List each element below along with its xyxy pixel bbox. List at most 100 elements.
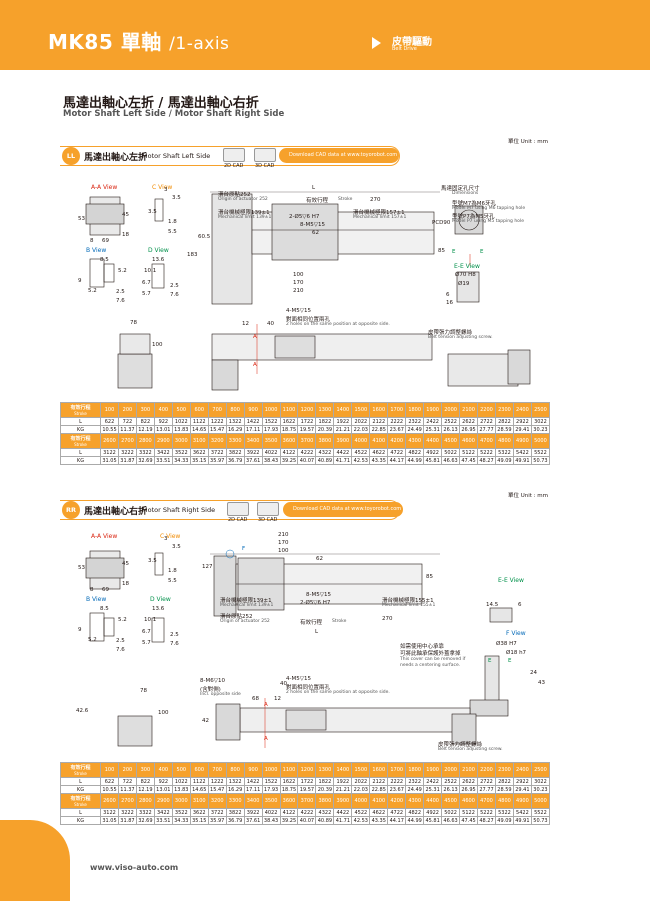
panel-title-zh: 馬達出軸心右折	[84, 507, 148, 517]
panel-title-en: Motor Shaft Left Side	[142, 152, 211, 160]
table-cell: 17.11	[243, 425, 263, 434]
table-cell: 23.67	[387, 785, 407, 794]
stroke-cell: 200	[117, 402, 137, 418]
table-cell: 1522	[261, 417, 281, 426]
dim-value: 40	[280, 681, 287, 687]
table-cell: 2922	[512, 417, 532, 426]
stroke-cell: 4200	[387, 793, 407, 809]
length-row-label: L	[60, 448, 101, 457]
stroke-cell: 100	[100, 402, 119, 418]
table-cell: 17.11	[243, 785, 263, 794]
table-cell: 922	[153, 417, 173, 426]
mech-right-zh: 滑台機械極限157±1	[353, 210, 405, 216]
holes-label-zh: 對面相同位置兩孔	[286, 685, 331, 691]
stroke-cell: 1900	[423, 402, 443, 418]
stroke-cell: 3100	[189, 433, 209, 449]
cad-2d-label: 2D CAD	[228, 517, 248, 523]
view-c: C View	[160, 533, 181, 540]
cad-3d-icon[interactable]	[257, 502, 279, 516]
model-name: MK85	[48, 30, 114, 54]
stroke-cell: 2400	[512, 762, 532, 778]
table-cell: 44.17	[387, 456, 407, 465]
view-aa: A-A View	[91, 184, 118, 191]
table-cell: 1822	[315, 777, 335, 786]
download-cad-link[interactable]: Download CAD data at www.toyorobot.com	[279, 148, 399, 163]
table-cell: 35.97	[207, 816, 227, 825]
stroke-label-en: Stroke	[74, 802, 87, 807]
dim-value: 2.5	[170, 632, 179, 638]
table-cell: 3522	[171, 808, 191, 817]
stroke-cell: 4400	[423, 433, 443, 449]
table-cell: 2122	[369, 777, 389, 786]
table-cell: 25.31	[423, 425, 443, 434]
stroke-cell: 3700	[297, 793, 317, 809]
table-cell: 49.91	[512, 456, 532, 465]
table-cell: 35.15	[189, 816, 209, 825]
p7-zh: 型號P7為M5牙孔	[452, 214, 495, 220]
origin-label-zh: 滑台原點252	[218, 192, 251, 198]
table-cell: 44.17	[387, 816, 407, 825]
stroke-cell: 1500	[351, 762, 371, 778]
table-cell: 24.49	[405, 785, 425, 794]
dim-value: 85	[426, 574, 433, 580]
table-cell: 622	[100, 777, 119, 786]
stroke-cell: 700	[207, 402, 227, 418]
header-band-right	[350, 0, 650, 70]
origin-label-en: Origin of actuator 252	[220, 619, 270, 624]
footer-url[interactable]: www.viso-auto.com	[90, 863, 179, 872]
stroke-cell: 1400	[333, 762, 353, 778]
cad-2d-icon[interactable]	[223, 148, 245, 162]
dim-value: 78	[130, 320, 137, 326]
dim-value: 69	[102, 238, 109, 244]
cad-3d-icon[interactable]	[254, 148, 276, 162]
table-cell: 11.37	[117, 425, 137, 434]
table-cell: 3422	[153, 448, 173, 457]
stroke-cell: 3200	[207, 433, 227, 449]
stroke-label-zh: 有效行程	[70, 436, 91, 442]
dim-value: 5.2	[88, 288, 97, 294]
pin-label: 2-Ø5▽6 H7	[300, 600, 331, 606]
dim-value: 3	[164, 187, 168, 193]
stroke-cell: 3000	[171, 433, 191, 449]
stroke-cell: 4900	[512, 793, 532, 809]
dim-value: 62	[316, 556, 323, 562]
table-cell: 3222	[117, 808, 137, 817]
download-cad-link[interactable]: Download CAD data at www.toyorobot.com	[283, 502, 403, 517]
cad-2d-icon[interactable]	[227, 502, 249, 516]
table-cell: 2622	[459, 777, 479, 786]
view-d: D View	[148, 247, 169, 254]
table-cell: 35.15	[189, 456, 209, 465]
stroke-cell: 500	[171, 402, 191, 418]
table-cell: 1922	[333, 417, 353, 426]
table-cell: 45.81	[423, 816, 443, 825]
table-cell: 24.49	[405, 425, 425, 434]
unit-label: 單位 Unit : mm	[507, 139, 548, 145]
m5-label: 8-M5▽15	[300, 222, 325, 228]
table-cell: 31.05	[100, 456, 119, 465]
table-cell: 30.23	[530, 785, 551, 794]
table-cell: 5022	[441, 808, 461, 817]
stroke-cell: 3900	[333, 793, 353, 809]
dim-value: 270	[370, 197, 381, 203]
stroke-cell: 3500	[261, 433, 281, 449]
cover-zh: 如需使用中心承靠	[400, 644, 445, 650]
table-cell: 3722	[207, 808, 227, 817]
dim-value: 5.2	[88, 637, 97, 643]
stroke-cell: 1600	[369, 762, 389, 778]
table-cell: 26.95	[459, 425, 479, 434]
dim-value: L	[312, 185, 316, 191]
table-cell: 1522	[261, 777, 281, 786]
table-cell: 48.27	[477, 456, 496, 465]
stroke-cell: 2800	[135, 793, 155, 809]
panel-motor-left: 單位 Unit : mm LL 馬達出軸心左折 Motor Shaft Left…	[60, 139, 551, 470]
panel-header: RR 馬達出軸心右折 Motor Shaft Right Side 2D CAD…	[60, 500, 550, 523]
table-cell: 1322	[225, 417, 245, 426]
stroke-cell: 800	[225, 762, 245, 778]
dim-value: E	[480, 249, 484, 255]
table-cell: 21.21	[333, 425, 353, 434]
table-cell: 1222	[207, 417, 227, 426]
dim-value: E	[508, 658, 512, 664]
